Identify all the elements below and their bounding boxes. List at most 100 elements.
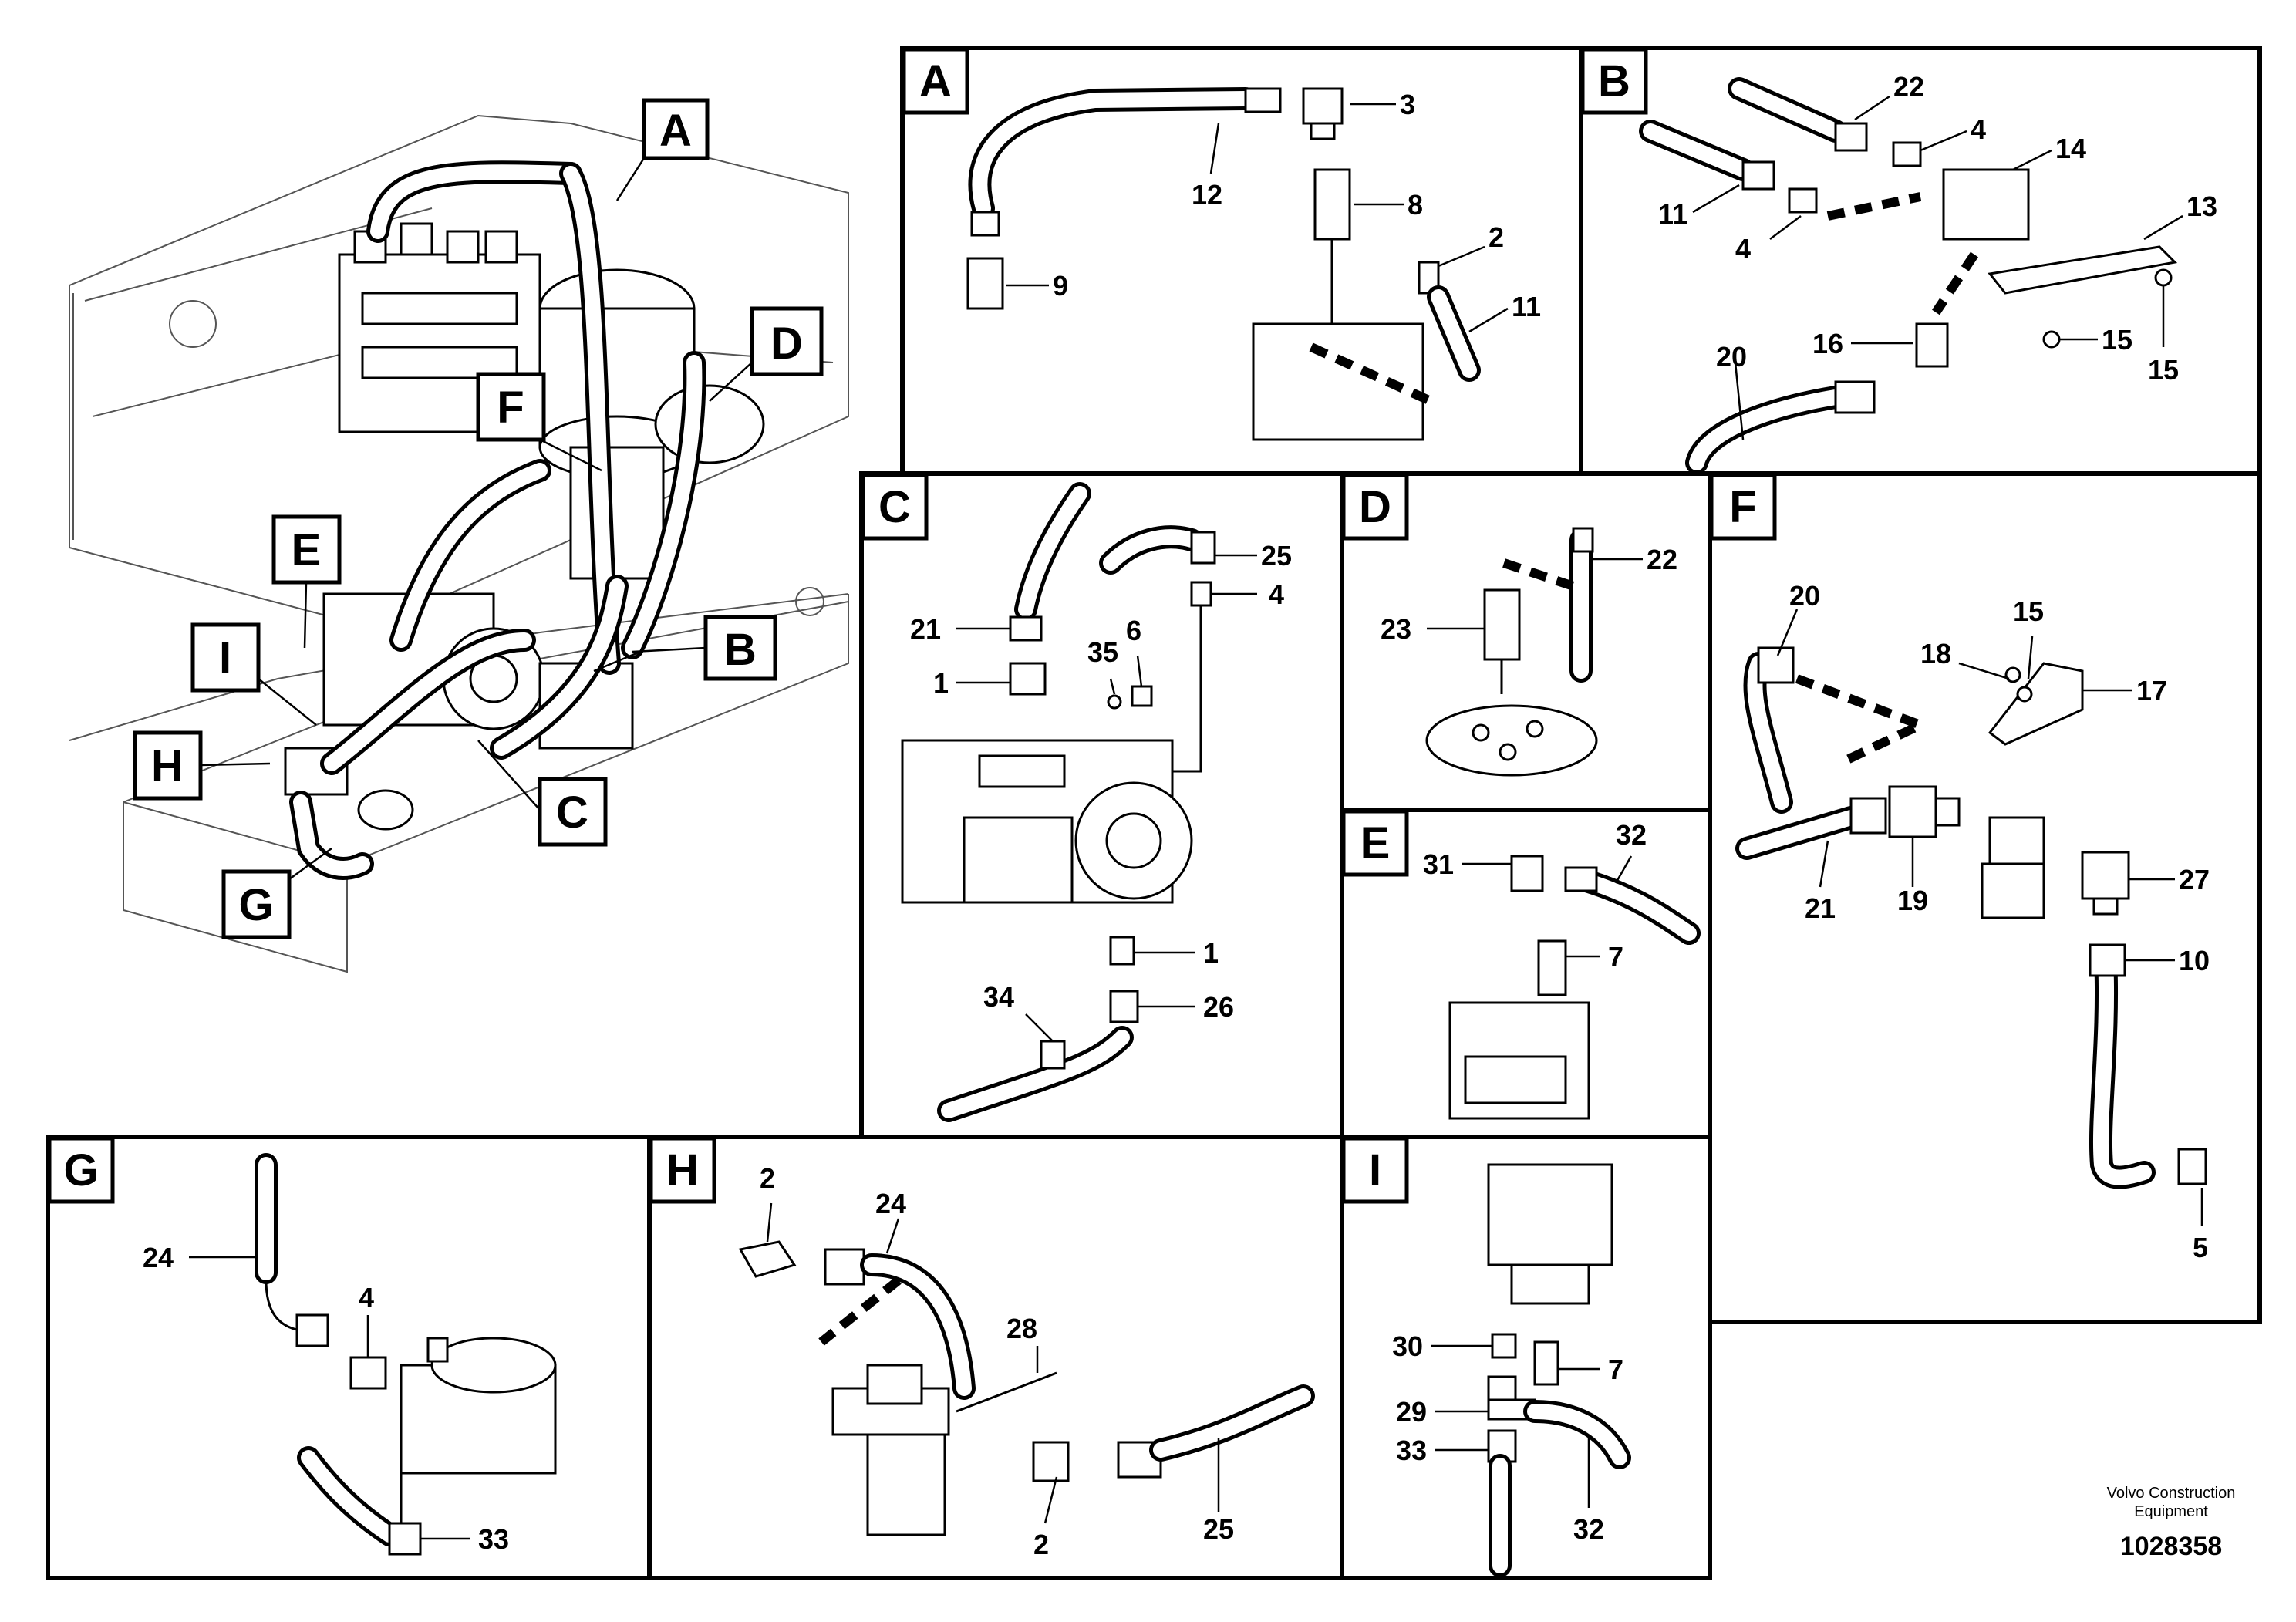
panel-b-label-14: 14	[2055, 133, 2086, 164]
company-name-line2: Equipment	[2134, 1503, 2208, 1520]
panel-g-label-24: 24	[143, 1242, 174, 1273]
panel-c-label-6: 6	[1126, 615, 1141, 646]
panel-i-tag	[1341, 1136, 1409, 1204]
overview-tag-h[interactable]	[133, 730, 203, 801]
panel-a-tag	[902, 47, 969, 115]
overview-tag-a-text: A	[659, 106, 692, 156]
detail-view-b: B 22 4 14 11 13 4	[1579, 46, 2262, 476]
overview-illustration	[69, 114, 849, 973]
panel-e-labels: 31 32 7	[1423, 819, 1647, 973]
detail-view-f: F 20 15 18 17 27	[1708, 471, 2262, 1324]
panel-f-label-10: 10	[2179, 945, 2210, 976]
panel-f-label-21: 21	[1805, 892, 1836, 924]
overview-tag-g-text: G	[238, 880, 273, 930]
panel-i-label-32: 32	[1573, 1513, 1604, 1545]
panel-e-label-31: 31	[1423, 848, 1454, 880]
panel-f-label-15: 15	[2013, 595, 2044, 627]
company-name-line1: Volvo Construction	[2107, 1485, 2236, 1502]
detail-view-i: I 30 7 29 33 32	[1340, 1135, 1712, 1580]
panel-f-tag	[1709, 473, 1777, 541]
panel-b-label-22: 22	[1893, 71, 1924, 103]
panel-c-tag	[861, 473, 929, 541]
panel-c-label-1b: 1	[1203, 937, 1219, 969]
panel-g-labels: 24 4 33	[143, 1242, 509, 1555]
panel-a-label-3: 3	[1400, 89, 1415, 120]
detail-view-d: D 22 23	[1340, 471, 1712, 812]
panel-c-label-4: 4	[1269, 578, 1284, 610]
detail-view-e: E 31 32 7	[1340, 808, 1712, 1139]
panel-b-tag	[1580, 47, 1648, 115]
overview-tag-g[interactable]	[221, 869, 292, 939]
detail-view-c: C 25 4 21 35 6	[859, 471, 1344, 1139]
overview-tag-b[interactable]	[703, 615, 777, 681]
panel-f-label-20: 20	[1789, 580, 1820, 612]
panel-d-label-22: 22	[1647, 544, 1677, 575]
panel-g-label-33: 33	[478, 1523, 509, 1555]
panel-h-label-28: 28	[1006, 1313, 1037, 1344]
overview-tag-d-text: D	[770, 319, 803, 369]
panel-b-label-15a: 15	[2102, 324, 2132, 356]
panel-d-labels: 22 23	[1381, 544, 1677, 645]
panel-i-labels: 30 7 29 33 32	[1392, 1330, 1623, 1545]
panel-f-label-17: 17	[2136, 675, 2167, 706]
panel-b-label-13: 13	[2186, 191, 2217, 222]
panel-i-label-30: 30	[1392, 1330, 1423, 1362]
panel-a-label-12: 12	[1192, 179, 1222, 211]
overview-tag-a[interactable]	[642, 98, 710, 160]
overview-tag-c[interactable]	[538, 777, 608, 847]
panel-b-label-15b: 15	[2148, 354, 2179, 386]
footer: Volvo Construction Equipment 1028358	[2107, 1485, 2236, 1561]
panel-i-label-29: 29	[1396, 1396, 1427, 1428]
panel-a-label-11: 11	[1512, 291, 1541, 322]
overview-tag-d[interactable]	[750, 306, 824, 376]
detail-view-g: G 24 4 33	[46, 1135, 652, 1580]
panel-e-label-7: 7	[1608, 941, 1623, 973]
panel-h-tag-text: H	[666, 1145, 699, 1195]
panel-d-tag	[1341, 473, 1409, 541]
panel-g-label-4: 4	[359, 1282, 374, 1313]
panel-c-label-34: 34	[983, 981, 1014, 1013]
panel-c-label-1a: 1	[933, 667, 949, 699]
panel-f-label-27: 27	[2179, 864, 2210, 895]
panel-h-tag	[649, 1136, 716, 1204]
panel-c-tag-text: C	[878, 482, 911, 532]
panel-e-tag	[1341, 809, 1409, 877]
panel-b-label-11: 11	[1658, 198, 1687, 230]
overview-tag-f-text: F	[497, 383, 524, 433]
panel-e-label-32: 32	[1616, 819, 1647, 851]
overview-tag-c-text: C	[556, 787, 588, 838]
detail-view-h: H 2 24 28 2 25	[647, 1135, 1344, 1580]
panel-a-label-2: 2	[1489, 221, 1504, 253]
drawing-number: 1028358	[2120, 1532, 2222, 1561]
overview-tag-f[interactable]	[476, 372, 546, 442]
overview-tag-h-text: H	[151, 741, 184, 791]
panel-c-label-26: 26	[1203, 991, 1234, 1023]
panel-d-label-23: 23	[1381, 613, 1411, 645]
panel-e-tag-text: E	[1360, 818, 1391, 868]
panel-g-tag-text: G	[63, 1145, 98, 1195]
overview-tag-e-text: E	[292, 525, 322, 575]
panel-b-label-4b: 4	[1735, 233, 1751, 265]
overview-tag-e[interactable]	[271, 514, 342, 585]
overview-callouts: A B C D E F G H I	[133, 98, 824, 939]
panel-f-label-18: 18	[1920, 638, 1951, 669]
panel-c-label-21: 21	[910, 613, 941, 645]
panel-i-label-7: 7	[1608, 1354, 1623, 1385]
panel-a-labels: 3 12 8 2 11 9	[1006, 89, 1541, 333]
detail-view-a: A 3 12 8 2 11 9	[900, 46, 1583, 476]
panel-c-labels: 25 4 21 35 6 1 1 34 26	[910, 540, 1292, 1042]
panel-a-label-9: 9	[1053, 270, 1068, 302]
panel-d-tag-text: D	[1359, 482, 1391, 532]
panel-f-label-19: 19	[1897, 885, 1928, 916]
panel-g-tag	[47, 1136, 115, 1204]
panel-i-label-33: 33	[1396, 1435, 1427, 1466]
panel-h-labels: 2 24 28 2 25	[760, 1162, 1234, 1560]
panel-h-label-24: 24	[875, 1188, 906, 1219]
overview-tag-i[interactable]	[190, 622, 261, 693]
panel-a-tag-text: A	[919, 56, 952, 106]
panel-f-tag-text: F	[1729, 482, 1756, 532]
panel-c-label-25: 25	[1261, 540, 1292, 572]
panel-h-label-2a: 2	[760, 1162, 775, 1194]
panel-b-labels: 22 4 14 11 13 4 20 16 15 15	[1658, 71, 2217, 440]
